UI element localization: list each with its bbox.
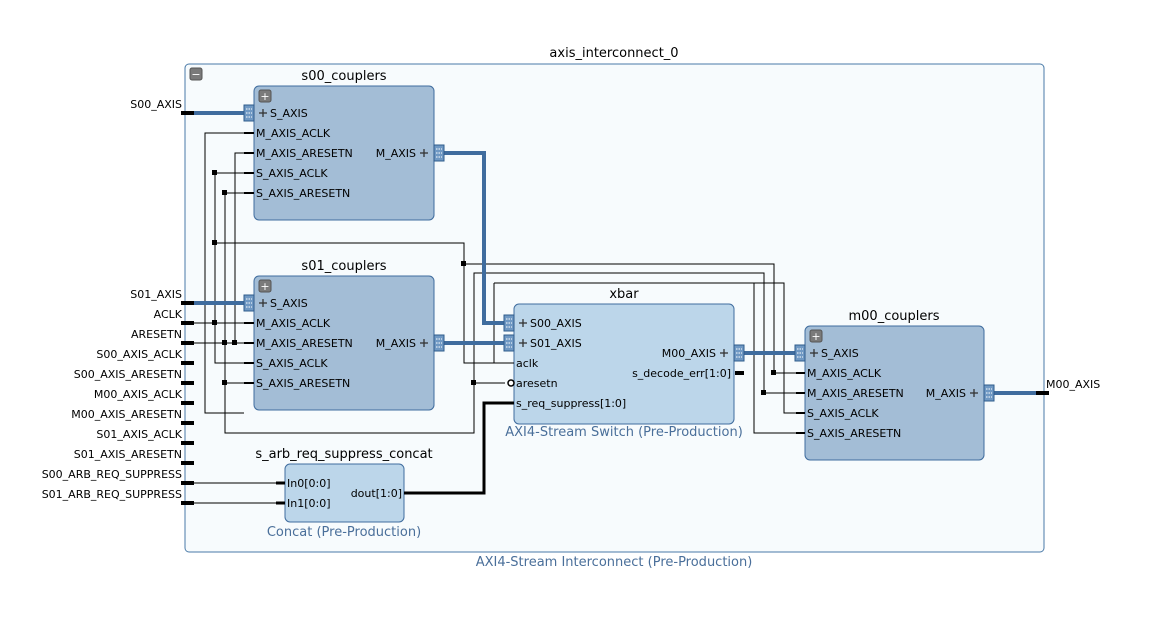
ext-port-s01-axis-aresetn[interactable]: S01_AXIS_ARESETN [74,448,182,461]
pin-label: aclk [516,357,539,370]
pin-label: M00_AXIS [662,347,716,360]
ext-port-s00-axis-aclk[interactable]: S00_AXIS_ACLK [96,348,182,361]
pin-label: S_AXIS_ACLK [256,167,328,180]
pin-label: M_AXIS [376,337,416,350]
block-s00-couplers[interactable]: s00_couplers + S_AXIS M_AXIS_ACLK M_AXIS… [243,69,445,221]
pin-label: S00_AXIS [530,317,582,330]
bus-wires [186,111,1044,495]
bus-port-icon[interactable] [433,334,445,352]
pin-label: S01_AXIS [530,337,582,350]
pin-label: S_AXIS_ARESETN [807,427,901,440]
block-title: s_arb_req_suppress_concat [255,447,432,462]
block-s01-couplers[interactable]: s01_couplers + S_AXIS M_AXIS_ACLK M_AXIS… [243,259,445,411]
pin-label: aresetn [516,377,558,390]
ext-port-s00-axis[interactable]: S00_AXIS [130,98,182,111]
block-concat[interactable]: s_arb_req_suppress_concat Concat (Pre-Pr… [255,447,432,540]
block-title: s01_couplers [301,259,386,274]
pin-label: S_AXIS_ACLK [256,357,328,370]
ext-port-aclk[interactable]: ACLK [154,308,183,321]
block-title: m00_couplers [848,309,939,324]
ext-port-s01-axis-aclk[interactable]: S01_AXIS_ACLK [96,428,182,441]
pin-label: S_AXIS [270,297,308,310]
pin-label: S_AXIS [821,347,859,360]
expand-icon: + [811,330,820,343]
pin-label: In1[0:0] [287,497,331,510]
junction-dots [212,170,776,395]
ext-port-s00-arb-req-suppress[interactable]: S00_ARB_REQ_SUPPRESS [42,468,182,481]
pin-label: s_decode_err[1:0] [632,367,731,380]
interconnect-subtitle: AXI4-Stream Interconnect (Pre-Production… [476,555,753,570]
pin-label: dout[1:0] [351,487,402,500]
block-title: xbar [609,287,639,302]
pin-label: M_AXIS_ACLK [807,367,882,380]
bus-port-icon[interactable] [733,344,745,362]
pin-label: M_AXIS_ARESETN [256,337,353,350]
collapse-button[interactable]: − [189,67,203,81]
expand-icon: + [260,90,269,103]
pin-label: M_AXIS_ARESETN [807,387,904,400]
ext-port-m00-axis-aclk[interactable]: M00_AXIS_ACLK [94,388,183,401]
ext-port-s00-axis-aresetn[interactable]: S00_AXIS_ARESETN [74,368,182,381]
expand-button[interactable]: + [258,279,272,293]
bus-port-icon[interactable] [503,334,515,352]
bus-port-icon[interactable] [503,314,515,332]
bus-port-icon[interactable] [243,104,255,122]
block-m00-couplers[interactable]: m00_couplers + S_AXIS M_AXIS_ACLK M_AXIS… [794,309,995,461]
expand-button[interactable]: + [258,89,272,103]
ext-port-aresetn[interactable]: ARESETN [131,328,182,341]
collapse-icon: − [191,68,200,81]
expand-icon: + [260,280,269,293]
ext-port-s01-axis[interactable]: S01_AXIS [130,288,182,301]
pin-label: M_AXIS_ACLK [256,127,331,140]
pin-label: S_AXIS_ARESETN [256,377,350,390]
block-subtitle: AXI4-Stream Switch (Pre-Production) [505,425,743,440]
ext-port-m00-axis-aresetn[interactable]: M00_AXIS_ARESETN [71,408,182,421]
pin-label: S_AXIS [270,107,308,120]
bus-port-icon[interactable] [983,384,995,402]
block-xbar[interactable]: xbar AXI4-Stream Switch (Pre-Production)… [503,287,745,440]
pin-label: s_req_suppress[1:0] [516,397,626,410]
pin-stubs [244,132,805,434]
block-title: s00_couplers [301,69,386,84]
ext-port-m00-axis[interactable]: M00_AXIS [1046,378,1100,391]
external-port-stubs [181,111,1049,505]
pin-label: M_AXIS [926,387,966,400]
bus-port-icon[interactable] [794,344,806,362]
pin-label: S_AXIS_ARESETN [256,187,350,200]
interconnect-title: axis_interconnect_0 [549,46,678,61]
pin-label: In0[0:0] [287,477,331,490]
block-subtitle: Concat (Pre-Production) [267,525,421,540]
pin-label: S_AXIS_ACLK [807,407,879,420]
ext-port-s01-arb-req-suppress[interactable]: S01_ARB_REQ_SUPPRESS [42,488,182,501]
bus-port-icon[interactable] [243,294,255,312]
inverted-pin-icon [507,379,515,387]
expand-button[interactable]: + [809,329,823,343]
pin-label: M_AXIS_ACLK [256,317,331,330]
pin-label: M_AXIS_ARESETN [256,147,353,160]
external-port-labels: S00_AXIS S01_AXIS ACLK ARESETN S00_AXIS_… [42,98,1101,501]
bus-port-icon[interactable] [433,144,445,162]
pin-label: M_AXIS [376,147,416,160]
